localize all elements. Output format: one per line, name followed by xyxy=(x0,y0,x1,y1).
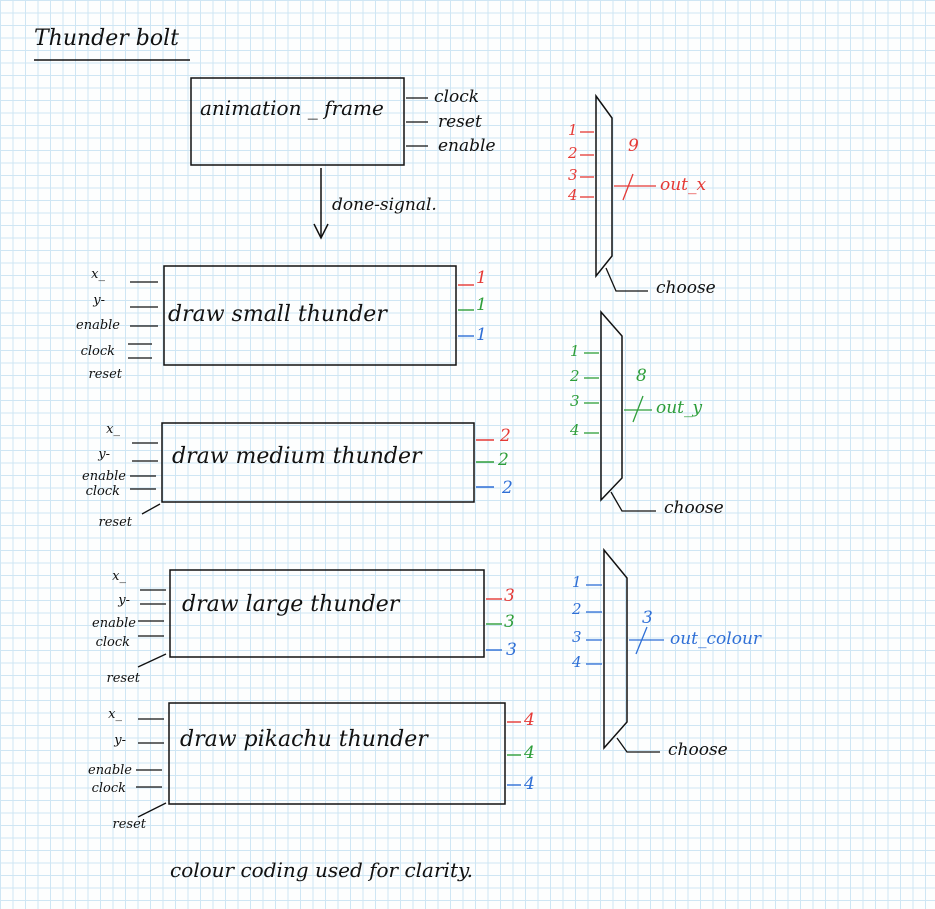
module-pikachu-input-wires xyxy=(136,718,167,818)
page-title: Thunder bolt xyxy=(34,26,179,51)
mux-colour-input-wires xyxy=(586,584,602,665)
module-box-medium xyxy=(161,422,475,503)
module-pikachu-output-colour: 4 xyxy=(524,774,535,794)
mux-colour-select-wire xyxy=(616,737,660,753)
top-module-label: animation _ frame xyxy=(200,96,384,120)
module-large-input-x: x_ xyxy=(112,569,126,584)
module-medium-input-y: y- xyxy=(98,447,110,462)
module-small-input-x: x_ xyxy=(91,267,105,282)
module-small-input-enable: enable xyxy=(76,318,120,333)
top-port-reset: reset xyxy=(438,112,482,132)
module-large-input-wires xyxy=(137,589,167,668)
mux-x-select-label: choose xyxy=(656,278,716,298)
module-box-pikachu xyxy=(168,702,506,805)
mux-x-select-wire xyxy=(605,267,648,292)
module-small-output-colour: 1 xyxy=(476,325,487,345)
mux-colour-body xyxy=(603,547,628,750)
mux-colour-input-1: 1 xyxy=(572,573,582,591)
top-port-enable: enable xyxy=(438,136,496,156)
done-signal-arrowhead xyxy=(313,223,329,240)
mux-y-select-label: choose xyxy=(664,498,724,518)
module-medium-label: draw medium thunder xyxy=(172,444,422,469)
module-medium-input-reset: reset xyxy=(98,515,133,530)
done-signal-label: done-signal. xyxy=(332,195,437,215)
top-port-clock: clock xyxy=(434,87,480,107)
mux-colour-input-2: 2 xyxy=(572,600,582,618)
module-small-label: draw small thunder xyxy=(168,302,387,327)
mux-colour-bus-slash xyxy=(635,626,648,655)
module-small-input-y: y- xyxy=(93,293,105,308)
module-large-output-y: 3 xyxy=(504,612,515,632)
module-small-output-y: 1 xyxy=(476,295,487,315)
mux-y-bus-width: 8 xyxy=(636,366,647,386)
module-pikachu-input-x: x_ xyxy=(108,707,122,722)
mux-y-input-wires xyxy=(584,352,599,434)
mux-colour-output-label: out_colour xyxy=(670,629,762,649)
mux-y-output-label: out_y xyxy=(656,398,703,418)
module-large-input-y: y- xyxy=(118,593,130,608)
module-medium-input-enable: enable xyxy=(82,469,126,484)
module-medium-input-wires xyxy=(130,442,161,515)
module-pikachu-label: draw pikachu thunder xyxy=(180,727,428,752)
mux-x-input-4: 4 xyxy=(568,186,578,204)
module-large-label: draw large thunder xyxy=(182,592,400,617)
mux-y-select-wire xyxy=(610,491,656,512)
mux-x-bus-slash xyxy=(622,173,634,201)
module-pikachu-input-enable: enable xyxy=(88,763,132,778)
module-medium-output-y: 2 xyxy=(498,450,509,470)
mux-x-input-3: 3 xyxy=(568,166,578,184)
module-pikachu-output-x: 4 xyxy=(524,710,535,730)
mux-x-output-label: out_x xyxy=(660,175,707,195)
module-pikachu-input-reset: reset xyxy=(112,817,147,832)
mux-x-input-wires xyxy=(580,131,594,198)
module-pikachu-output-y: 4 xyxy=(524,743,535,763)
top-module-box xyxy=(190,77,405,166)
mux-y-input-2: 2 xyxy=(570,367,580,385)
module-large-output-x: 3 xyxy=(504,586,515,606)
mux-y-input-4: 4 xyxy=(570,421,580,439)
module-box-large xyxy=(169,569,485,658)
module-large-input-reset: reset xyxy=(106,671,141,686)
module-large-input-enable: enable xyxy=(92,616,136,631)
module-medium-input-x: x_ xyxy=(106,422,120,437)
module-medium-output-x: 2 xyxy=(500,426,511,446)
module-small-output-x: 1 xyxy=(476,268,487,288)
module-pikachu-input-y: y- xyxy=(114,733,126,748)
mux-y-input-1: 1 xyxy=(570,342,580,360)
module-large-output-colour: 3 xyxy=(506,640,517,660)
module-small-input-clock: clock xyxy=(80,344,115,359)
module-large-input-clock: clock xyxy=(95,635,130,650)
caption: colour coding used for clarity. xyxy=(170,858,473,882)
mux-y-body xyxy=(600,310,623,502)
module-medium-input-clock: clock xyxy=(85,484,120,499)
module-small-input-reset: reset xyxy=(88,367,123,382)
mux-x-body xyxy=(595,93,613,279)
mux-y-input-3: 3 xyxy=(570,392,580,410)
mux-y-bus-slash xyxy=(632,395,644,423)
mux-x-input-2: 2 xyxy=(568,144,578,162)
mux-colour-select-label: choose xyxy=(668,740,728,760)
mux-colour-bus-width: 3 xyxy=(642,608,653,628)
module-medium-output-colour: 2 xyxy=(502,478,513,498)
mux-colour-input-4: 4 xyxy=(572,653,582,671)
module-small-input-wires xyxy=(128,281,158,359)
mux-x-input-1: 1 xyxy=(568,121,578,139)
module-pikachu-input-clock: clock xyxy=(91,781,126,796)
module-box-small xyxy=(163,265,457,366)
mux-colour-input-3: 3 xyxy=(572,628,582,646)
mux-x-bus-width: 9 xyxy=(628,136,639,156)
